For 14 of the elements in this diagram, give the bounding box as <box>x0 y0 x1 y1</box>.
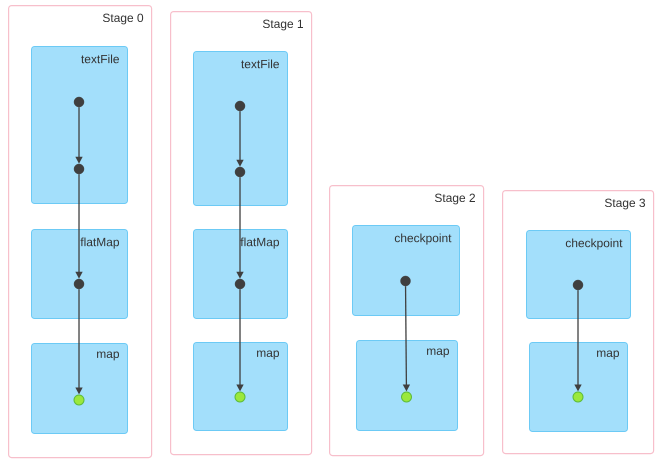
operation-box: textFile <box>193 51 288 206</box>
operation-box: flatMap <box>31 229 128 319</box>
operation-box: map <box>193 342 288 431</box>
operation-box: map <box>31 343 128 434</box>
operation-box: flatMap <box>193 229 288 319</box>
dot <box>572 280 584 290</box>
operation-box: checkpoint <box>526 230 631 319</box>
dot <box>74 96 84 108</box>
dot <box>234 100 246 112</box>
operation-box: checkpoint <box>352 225 460 316</box>
dot <box>400 276 411 286</box>
operation-box: map <box>356 340 458 431</box>
operation-box: map <box>529 342 628 432</box>
operation-box: textFile <box>31 46 128 204</box>
